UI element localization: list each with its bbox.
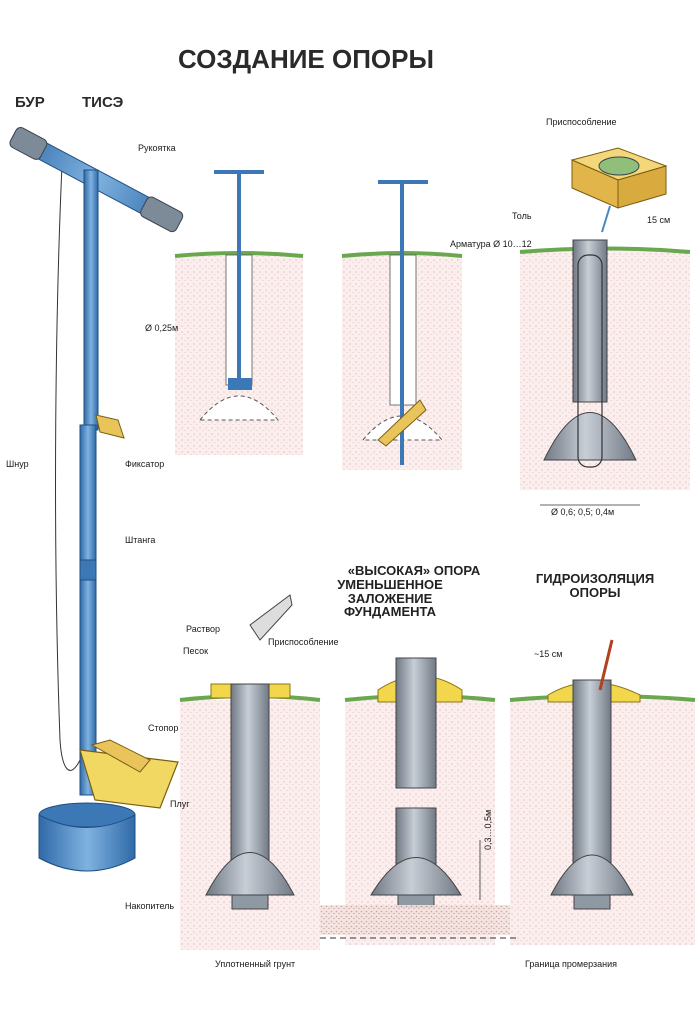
label-collector: Накопитель [125, 901, 175, 911]
label-stopper: Стопор [148, 723, 179, 733]
label-plough: Плуг [170, 799, 190, 809]
drill-rod-lower [79, 424, 97, 796]
cord-line [55, 164, 81, 771]
page-title: СОЗДАНИЕ ОПОРЫ [178, 44, 434, 74]
collector-shape [38, 814, 136, 872]
label-depth: 0,3…0,5м [483, 809, 493, 850]
step-3-pillar [519, 147, 691, 506]
label-clamp: Фиксатор [125, 459, 165, 469]
section-high-support: «ВЫСОКАЯ» ОПОРА [347, 563, 481, 578]
bottom-waterproof [509, 639, 696, 945]
label-fixture-top: Приспособление [546, 117, 617, 127]
label-cord: Шнур [6, 459, 29, 469]
step-1-drilling [174, 170, 304, 455]
drill-name-left: БУР [15, 94, 45, 111]
step-2-widening [341, 180, 463, 470]
section-reduced: УМЕНЬШЕННОЕ ЗАЛОЖЕНИЕ ФУНДАМЕНТА [337, 577, 443, 620]
clamp-shape [95, 414, 125, 439]
label-handle: Рукоятка [138, 143, 176, 153]
drill-name-right: ТИСЭ [82, 94, 124, 111]
label-frost: Граница промерзания [525, 959, 618, 969]
label-roofing: Толь [512, 211, 532, 221]
label-compacted: Уплотненный грунт [215, 959, 296, 969]
bottom-pour [179, 594, 321, 950]
label-offset-15-bottom: ~15 см [534, 649, 563, 659]
label-offset-15: 15 см [647, 215, 671, 225]
label-fixture-bottom: Приспособление [268, 637, 339, 647]
section-waterproof: ГИДРОИЗОЛЯЦИЯ ОПОРЫ [535, 571, 655, 600]
label-rod: Штанга [125, 535, 156, 545]
label-sand: Песок [183, 646, 209, 656]
label-diameter: Ø 0,25м [145, 323, 179, 333]
compacted-soil [320, 905, 510, 935]
bottom-reduced [344, 657, 496, 945]
label-mortar: Раствор [186, 624, 221, 634]
drill-illustration [9, 127, 184, 872]
drill-rod-upper [83, 169, 99, 431]
label-base-diameter: Ø 0,6; 0,5; 0,4м [551, 507, 615, 517]
label-rebar: Арматура Ø 10…12 [450, 239, 532, 249]
